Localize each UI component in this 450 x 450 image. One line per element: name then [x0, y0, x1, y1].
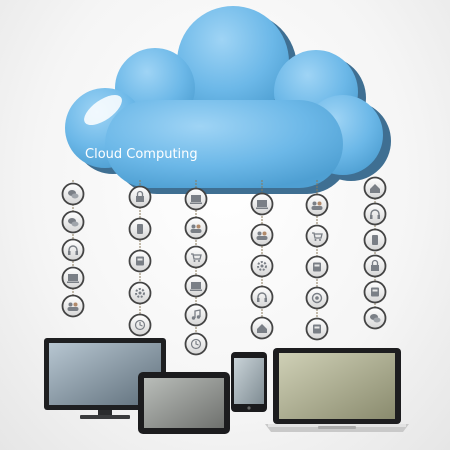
clock-icon — [128, 313, 152, 337]
headphones-icon — [250, 285, 274, 309]
calculator-icon — [128, 249, 152, 273]
icon-columns — [61, 176, 387, 356]
headphones-icon — [61, 238, 85, 262]
cloud-shape — [65, 6, 383, 188]
globe-icon — [184, 332, 208, 356]
lock-icon — [363, 254, 387, 278]
laptop-icon — [184, 187, 208, 211]
home-icon — [250, 316, 274, 340]
briefcase-icon — [363, 280, 387, 304]
cloud-label: Cloud Computing — [85, 147, 198, 162]
monitor-icon — [250, 192, 274, 216]
smartphone-icon — [363, 228, 387, 252]
at-sign-icon — [305, 286, 329, 310]
laptop-icon — [61, 266, 85, 290]
laptop — [265, 348, 409, 432]
smartphone — [231, 352, 267, 412]
cloud-highlight — [84, 94, 122, 126]
users-icon — [184, 216, 208, 240]
document-icon — [305, 317, 329, 341]
shopping-cart-icon — [184, 245, 208, 269]
monitor-icon — [184, 274, 208, 298]
chat-bubbles-icon — [61, 182, 85, 206]
smartphone-icon — [128, 217, 152, 241]
home-icon — [363, 176, 387, 200]
chat-bubbles-icon — [363, 306, 387, 330]
users-icon — [305, 193, 329, 217]
lock-icon — [128, 185, 152, 209]
headphones-icon — [363, 202, 387, 226]
users-icon — [250, 223, 274, 247]
tablet-landscape — [138, 372, 230, 434]
calendar-icon — [305, 255, 329, 279]
settings-icon — [250, 254, 274, 278]
users-icon — [61, 294, 85, 318]
speech-bubbles-icon — [61, 210, 85, 234]
music-note-icon — [184, 303, 208, 327]
settings-icon — [128, 281, 152, 305]
shopping-cart-icon — [305, 224, 329, 248]
